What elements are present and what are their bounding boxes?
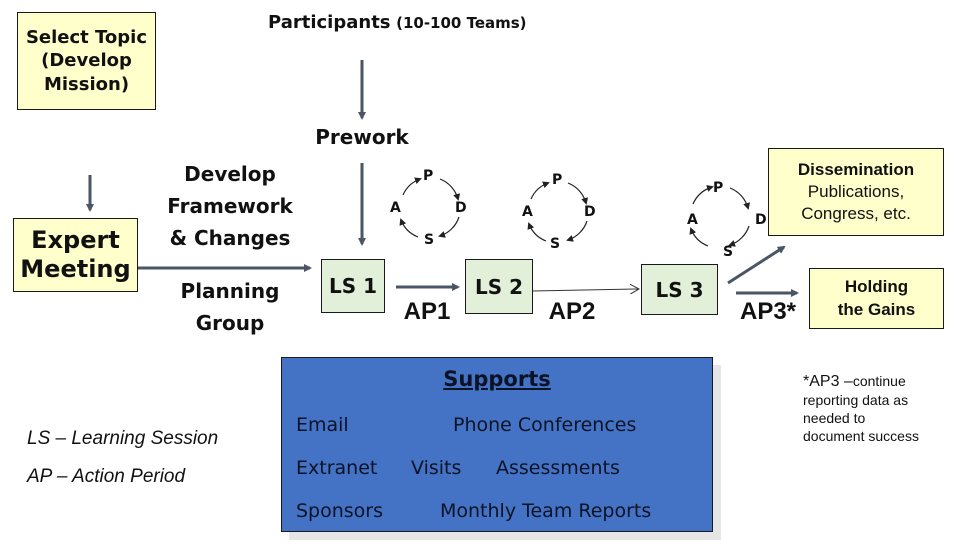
pdsa-3-s: S — [723, 244, 734, 260]
footnote-line-3: document success — [803, 428, 919, 444]
pdsa-3-a: A — [687, 212, 698, 228]
develop-framework-label: Develop Framework & Changes — [160, 158, 300, 254]
pdsa-cycle-1 — [399, 177, 461, 238]
pdsa-3-d: D — [755, 212, 767, 228]
develop-line-2: Framework — [167, 194, 293, 218]
develop-line-3: & Changes — [169, 226, 291, 250]
dissemination-line-1: Publications, — [807, 181, 905, 201]
participants-sub: (10-100 Teams) — [396, 14, 527, 32]
planning-line-1: Planning — [180, 279, 280, 303]
pdsa-1-d: D — [455, 200, 467, 216]
holding-gains-box: Holding the Gains — [809, 268, 944, 329]
support-email: Email — [296, 414, 349, 436]
participants-label: Participants (10-100 Teams) — [268, 12, 527, 35]
select-topic-line-2: (Develop — [41, 50, 132, 72]
supports-panel: Supports Email Phone Conferences Extrane… — [281, 357, 713, 532]
support-phone-conferences: Phone Conferences — [453, 414, 637, 436]
develop-line-1: Develop — [184, 162, 276, 186]
supports-title: Supports — [443, 367, 551, 391]
footnote-head: *AP3 – — [803, 373, 853, 390]
footnote-line-2: needed to — [803, 410, 866, 426]
ap3-footnote: *AP3 –continue reporting data as needed … — [803, 372, 919, 445]
ls3-label: LS 3 — [655, 277, 704, 302]
ap2-label: AP2 — [548, 298, 596, 325]
pdsa-2-d: D — [584, 204, 596, 220]
ls2-label: LS 2 — [474, 274, 524, 299]
dissemination-box: Dissemination Publications, Congress, et… — [768, 148, 944, 236]
holding-line-1: Holding — [844, 277, 909, 297]
pdsa-1-a: A — [390, 200, 401, 216]
select-topic-box: Select Topic (Develop Mission) — [17, 12, 156, 110]
support-sponsors: Sponsors — [296, 500, 384, 522]
arrow-ls3-to-dissemination — [727, 245, 786, 285]
ap1-label: AP1 — [403, 298, 451, 325]
select-topic-line-1: Select Topic — [25, 26, 148, 48]
ap3-label: AP3* — [739, 298, 797, 325]
expert-meeting-box: Expert Meeting — [13, 218, 138, 292]
footnote-line-1: reporting data as — [803, 392, 909, 408]
planning-group-label: Planning Group — [160, 275, 300, 339]
holding-line-2: the Gains — [837, 299, 916, 319]
pdsa-cycle-3 — [689, 185, 751, 247]
ls3-box: LS 3 — [641, 264, 718, 315]
dissemination-line-2: Congress, etc. — [801, 204, 911, 224]
arrow-ap2 — [531, 289, 639, 291]
participants-main: Participants — [268, 12, 391, 33]
pdsa-1-s: S — [424, 232, 435, 248]
planning-line-2: Group — [195, 311, 265, 335]
support-monthly-team-reports: Monthly Team Reports — [440, 500, 652, 522]
expert-line-1: Expert — [31, 226, 120, 255]
pdsa-2-s: S — [550, 236, 561, 252]
pdsa-2-a: A — [522, 204, 533, 220]
select-topic-line-3: Mission) — [43, 73, 130, 95]
support-extranet: Extranet — [296, 457, 378, 479]
expert-line-2: Meeting — [20, 255, 131, 283]
support-assessments: Assessments — [496, 457, 620, 479]
prework-label: Prework — [315, 125, 409, 149]
pdsa-cycle-2 — [527, 181, 589, 242]
ls2-box: LS 2 — [465, 259, 533, 314]
footnote-first: continue — [852, 373, 906, 389]
ls1-label: LS 1 — [328, 274, 378, 298]
pdsa-1-p: P — [423, 168, 434, 184]
legend-ls: LS – Learning Session — [27, 428, 219, 449]
pdsa-2-p: P — [552, 172, 563, 188]
ls1-box: LS 1 — [321, 259, 385, 313]
support-visits: Visits — [411, 457, 462, 479]
dissemination-title: Dissemination — [797, 159, 915, 179]
pdsa-3-p: P — [713, 180, 724, 196]
legend-ap: AP – Action Period — [27, 466, 186, 487]
